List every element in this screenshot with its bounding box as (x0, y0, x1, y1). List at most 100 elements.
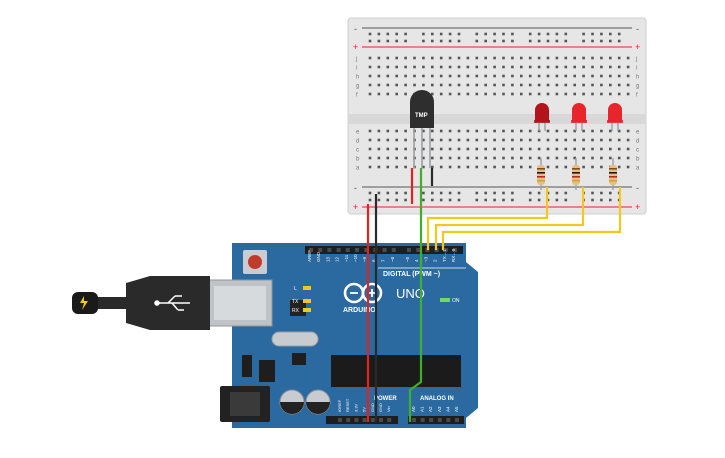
breadboard-hole (457, 74, 461, 78)
analog-pin-hole[interactable] (446, 418, 451, 422)
resistor-band (572, 168, 580, 170)
breadboard-hole (368, 129, 372, 133)
breadboard-hole (457, 129, 461, 133)
breadboard-rail-hole (493, 198, 496, 202)
power-pin-hole[interactable] (387, 418, 392, 422)
digital-pin-hole[interactable] (355, 248, 359, 252)
analog-pin-hole[interactable] (420, 418, 425, 422)
power-pin-hole[interactable] (379, 418, 383, 422)
breadboard-rail-hole (457, 191, 461, 195)
breadboard-hole (546, 165, 550, 169)
power-on-led (440, 298, 450, 302)
breadboard-hole (520, 156, 523, 160)
led[interactable] (571, 103, 587, 131)
digital-pin-hole[interactable] (364, 248, 369, 252)
wire-yellow-led3[interactable] (441, 187, 622, 250)
voltage-regulator (259, 360, 275, 382)
resistors[interactable] (537, 158, 617, 190)
resistor[interactable] (537, 158, 545, 190)
breadboard-hole (422, 156, 425, 160)
analog-pin-hole[interactable] (437, 418, 442, 422)
breadboard-hole (368, 156, 372, 160)
breadboard-rail-hole (368, 191, 372, 195)
digital-pin-hole[interactable] (453, 248, 457, 252)
digital-pin-label: ~3 (423, 256, 428, 262)
breadboard-hole (511, 129, 514, 133)
digital-pin-hole[interactable] (309, 248, 313, 252)
breadboard-hole (395, 147, 398, 151)
digital-pin-hole[interactable] (382, 248, 387, 252)
breadboard-rail-hole (502, 32, 505, 36)
breadboard-hole (626, 56, 630, 60)
breadboard-hole (457, 138, 461, 142)
power-pin-hole[interactable] (354, 418, 359, 422)
breadboard-hole (475, 129, 479, 133)
breadboard-hole (439, 74, 443, 78)
breadboard-hole (582, 156, 585, 160)
breadboard-rail-hole (475, 198, 479, 202)
resistor[interactable] (609, 158, 617, 190)
breadboard-hole (609, 56, 612, 60)
digital-pin-hole[interactable] (336, 248, 341, 252)
analog-pin-hole[interactable] (429, 418, 434, 422)
power-pin-hole[interactable] (338, 418, 342, 422)
power-pin-hole[interactable] (346, 418, 351, 422)
breadboard-hole (377, 83, 381, 87)
digital-pin-hole[interactable] (416, 248, 421, 252)
power-pin-hole[interactable] (362, 418, 367, 422)
breadboard-hole (511, 65, 514, 69)
digital-pin-hole[interactable] (407, 248, 411, 252)
digital-pin-hole[interactable] (327, 248, 332, 252)
digital-pin-hole[interactable] (318, 248, 323, 252)
resistor[interactable] (572, 158, 580, 190)
digital-pin-hole[interactable] (345, 248, 350, 252)
digital-pin-hole[interactable] (443, 248, 448, 252)
analog-pin-hole[interactable] (412, 418, 416, 422)
power-pin-hole[interactable] (370, 418, 375, 422)
digital-pin-hole[interactable] (391, 248, 396, 252)
led[interactable] (607, 103, 623, 131)
breadboard-hole (395, 165, 398, 169)
small-chip (292, 353, 306, 365)
breadboard-hole (573, 92, 576, 96)
breadboard-hole (591, 156, 594, 160)
breadboard-rail-hole (511, 191, 514, 195)
digital-pin-label: 12 (335, 256, 340, 262)
analog-pin-hole[interactable] (455, 418, 459, 422)
wire-yellow-led2[interactable] (434, 187, 585, 250)
breadboard-hole (457, 56, 461, 60)
breadboard-hole (555, 92, 559, 96)
breadboard-hole (493, 138, 496, 142)
breadboard-hole (448, 74, 452, 78)
leds[interactable] (534, 103, 623, 131)
reset-button[interactable] (248, 255, 262, 269)
breadboard-hole (600, 56, 603, 60)
wires[interactable] (366, 168, 622, 422)
breadboard-hole (413, 65, 416, 69)
usb-cable[interactable] (72, 276, 210, 330)
digital-pin-label: 7 (381, 259, 386, 262)
breadboard-hole (484, 129, 487, 133)
breadboard-hole (475, 65, 479, 69)
breadboard-hole (466, 83, 470, 87)
breadboard-hole (368, 65, 372, 69)
breadboard-hole (555, 138, 559, 142)
breadboard-hole (511, 165, 514, 169)
tmp-sensor[interactable]: TMP (410, 90, 434, 168)
breadboard-hole (475, 56, 479, 60)
breadboard-hole (502, 147, 505, 151)
breadboard-rail-hole (368, 32, 372, 36)
led[interactable] (534, 103, 550, 131)
breadboard-center-channel (348, 114, 646, 124)
breadboard-hole (564, 56, 568, 60)
breadboard-hole (368, 83, 372, 87)
breadboard-hole (404, 83, 407, 87)
breadboard-row-letter: j (635, 57, 637, 63)
digital-pin-label: ~5 (405, 256, 410, 262)
breadboard-hole (502, 156, 505, 160)
wire-yellow-led1[interactable] (426, 187, 549, 250)
analog-pin-label: A4 (445, 406, 450, 412)
wire-green-a0[interactable] (408, 168, 423, 422)
